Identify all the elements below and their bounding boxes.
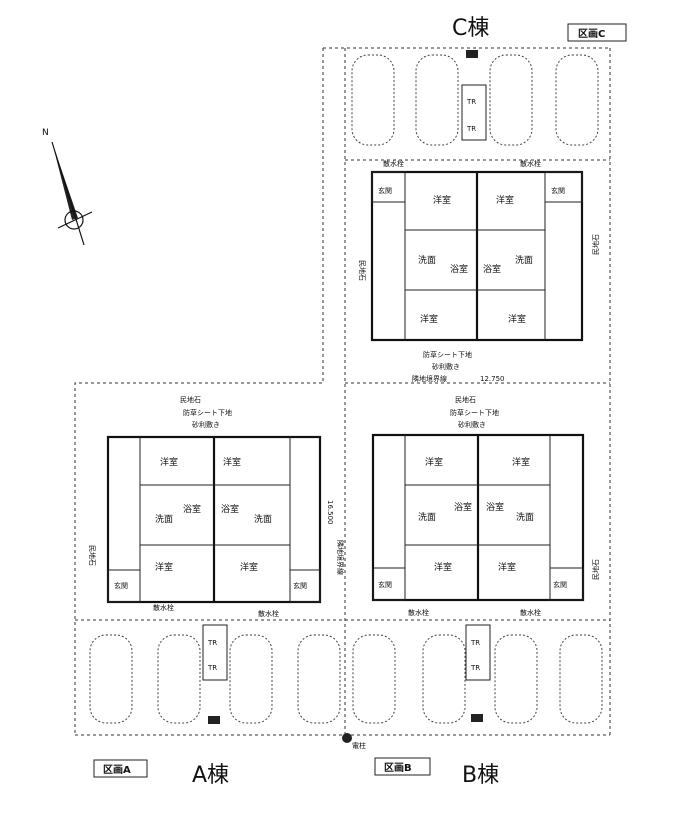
c-entrance-2: 玄関 [551, 186, 565, 195]
svg-text:TR: TR [466, 98, 476, 106]
b-bath-1: 浴室 [454, 501, 472, 513]
plot-c-box [567, 23, 627, 42]
plot-a-box [93, 759, 148, 778]
a-hose-2: 散水栓 [258, 609, 279, 618]
c-wash-1: 洗面 [418, 254, 436, 266]
b-wash-2: 洗面 [516, 511, 534, 523]
c-room-1: 洋室 [433, 194, 451, 206]
utility-pole-label: 電柱 [352, 741, 366, 750]
b-room-3: 洋室 [434, 561, 452, 573]
a-depth: 16.500 [326, 500, 334, 525]
svg-text:TR: TR [207, 639, 217, 647]
b-stone-right: 民地石 [591, 559, 600, 580]
b-building-title: B棟 [462, 763, 499, 788]
a-weed-sheet: 防草シート下地 [183, 408, 232, 417]
c-hose-1: 散水栓 [383, 159, 404, 168]
a-room-4: 洋室 [240, 561, 258, 573]
svg-text:TR: TR [207, 664, 217, 672]
a-room-1: 洋室 [160, 456, 178, 468]
a-hose-1: 散水栓 [153, 603, 174, 612]
c-building-title: C棟 [452, 16, 489, 41]
b-entrance-1: 玄関 [378, 580, 392, 589]
a-wash-2: 洗面 [254, 513, 272, 525]
b-parking: TR TR [352, 624, 603, 724]
a-parking: TR TR [89, 624, 341, 724]
c-boundary-label: 隣地境界線 [412, 374, 447, 383]
b-stone-top: 民地石 [455, 395, 476, 404]
plot-b-box [374, 757, 431, 776]
b-room-4: 洋室 [498, 561, 516, 573]
svg-text:TR: TR [470, 664, 480, 672]
b-entrance-2: 玄関 [553, 580, 567, 589]
a-entrance-1: 玄関 [114, 581, 128, 590]
c-stone-left: 民地石 [358, 260, 367, 281]
a-building: 民地石 防草シート下地 砂利敷き 洋室 洋室 洗面 洗面 浴室 浴室 洋室 洋室… [88, 395, 345, 724]
c-weed-sheet: 防草シート下地 [423, 350, 472, 359]
b-room-1: 洋室 [425, 456, 443, 468]
svg-text:TR: TR [466, 125, 476, 133]
c-room-2: 洋室 [496, 194, 514, 206]
a-boundary-label: 隣地境界線 [336, 540, 345, 575]
a-stone-top: 民地石 [180, 395, 201, 404]
svg-text:N: N [42, 128, 49, 138]
a-room-2: 洋室 [223, 456, 241, 468]
a-bath-1: 浴室 [183, 503, 201, 515]
a-stone-left: 民地石 [88, 545, 97, 566]
plot-b-label: 区画B [384, 762, 412, 774]
a-wash-1: 洗面 [155, 513, 173, 525]
c-wash-2: 洗面 [515, 254, 533, 266]
c-room-4: 洋室 [508, 313, 526, 325]
b-hose-2: 散水栓 [520, 608, 541, 617]
a-room-3: 洋室 [155, 561, 173, 573]
a-bath-2: 浴室 [221, 503, 239, 515]
lot-boundaries [74, 47, 611, 736]
b-wash-1: 洗面 [418, 511, 436, 523]
b-weed-sheet: 防草シート下地 [450, 408, 499, 417]
compass-icon: N [42, 128, 93, 246]
b-building: 民地石 防草シート下地 砂利敷き 洋室 洋室 洗面 洗面 浴室 浴室 洋室 洋室… [352, 395, 603, 724]
a-gravel: 砂利敷き [192, 420, 220, 429]
c-hose-2: 散水栓 [520, 159, 541, 168]
c-bath-1: 浴室 [450, 263, 468, 275]
c-entrance-1: 玄関 [378, 186, 392, 195]
c-gravel: 砂利敷き [432, 362, 460, 371]
b-bath-2: 浴室 [486, 501, 504, 513]
b-gravel: 砂利敷き [458, 420, 486, 429]
b-hose-1: 散水栓 [408, 608, 429, 617]
a-building-title: A棟 [192, 763, 229, 788]
plot-c-label: 区画C [578, 28, 605, 40]
c-room-3: 洋室 [420, 313, 438, 325]
c-stone-right: 民地石 [591, 234, 600, 255]
plot-a-label: 区画A [103, 764, 131, 776]
c-bath-2: 浴室 [483, 263, 501, 275]
svg-text:TR: TR [470, 639, 480, 647]
c-boundary-width: 12.750 [480, 375, 505, 383]
c-building: TR TR 洋室 洋室 洗面 洗面 浴室 浴室 洋室 洋室 玄関 玄関 散水栓 … [351, 50, 600, 383]
c-parking: TR TR [351, 50, 599, 146]
a-entrance-2: 玄関 [293, 581, 307, 590]
b-room-2: 洋室 [512, 456, 530, 468]
utility-pole-icon [342, 733, 352, 743]
